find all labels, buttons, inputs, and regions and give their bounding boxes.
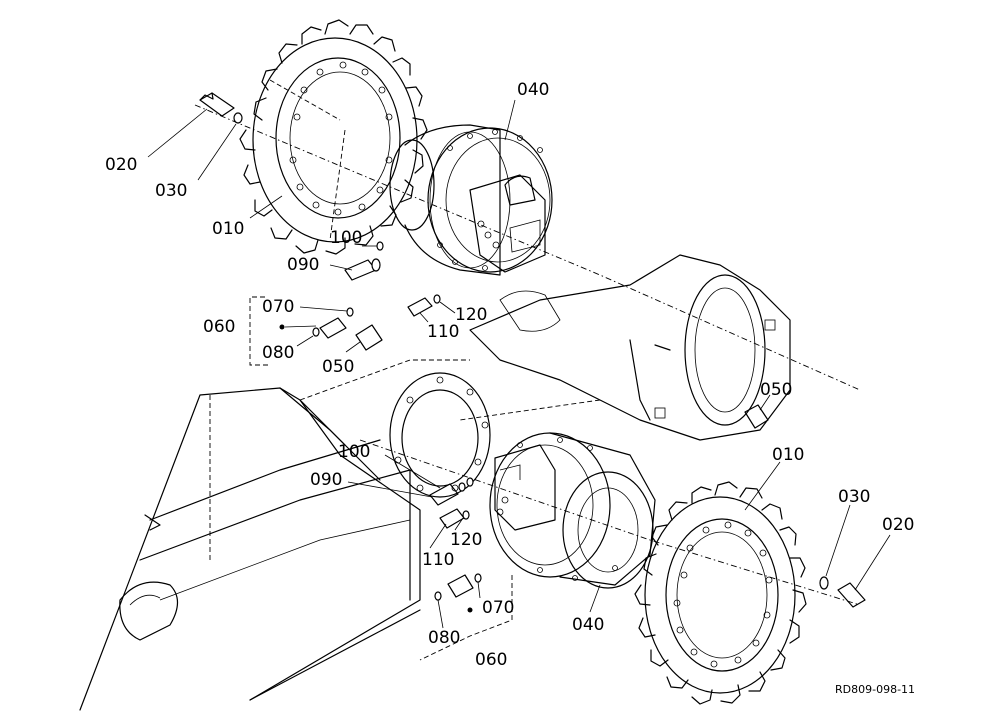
sprocket-lower bbox=[634, 481, 807, 705]
label-120-upper: 120 bbox=[455, 305, 487, 325]
reference-code: RD809-098-11 bbox=[835, 683, 915, 696]
label-070-upper: 070 bbox=[262, 297, 294, 317]
sprocket-upper bbox=[239, 19, 428, 255]
label-090-upper: 090 bbox=[287, 255, 319, 275]
washer-030-lower bbox=[819, 576, 829, 590]
label-120-lower: 120 bbox=[450, 530, 482, 550]
group-bracket-060 bbox=[249, 296, 513, 661]
frame-mount-flange bbox=[389, 372, 491, 498]
label-110-lower: 110 bbox=[422, 550, 454, 570]
label-050-right: 050 bbox=[760, 380, 792, 400]
label-070-lower: 070 bbox=[482, 598, 514, 618]
label-020-lower: 020 bbox=[882, 515, 914, 535]
label-080-upper: 080 bbox=[262, 343, 294, 363]
travel-motor-upper bbox=[389, 124, 553, 276]
label-090-lower: 090 bbox=[310, 470, 342, 490]
label-030-lower: 030 bbox=[838, 487, 870, 507]
label-110-upper: 110 bbox=[427, 322, 459, 342]
label-100-lower: 100 bbox=[338, 442, 370, 462]
track-frame-bracket bbox=[459, 254, 791, 441]
part-labels: 020 030 010 040 100 090 070 060 080 050 … bbox=[105, 80, 915, 696]
label-030-upper: 030 bbox=[155, 181, 187, 201]
label-050-upper: 050 bbox=[322, 357, 354, 377]
travel-motor-lower bbox=[489, 432, 656, 589]
label-060-lower: 060 bbox=[475, 650, 507, 670]
center-lines bbox=[194, 79, 861, 606]
washer-030-upper bbox=[233, 112, 243, 124]
small-parts-upper bbox=[199, 92, 769, 429]
small-parts-lower bbox=[429, 477, 866, 613]
label-040-lower: 040 bbox=[572, 615, 604, 635]
label-080-lower: 080 bbox=[428, 628, 460, 648]
label-010-lower: 010 bbox=[772, 445, 804, 465]
label-010-upper: 010 bbox=[212, 219, 244, 239]
label-060-upper: 060 bbox=[203, 317, 235, 337]
label-100-upper: 100 bbox=[330, 228, 362, 248]
leader-lines bbox=[147, 99, 891, 629]
track-frame bbox=[79, 359, 470, 711]
label-020-upper: 020 bbox=[105, 155, 137, 175]
label-040-upper: 040 bbox=[517, 80, 549, 100]
